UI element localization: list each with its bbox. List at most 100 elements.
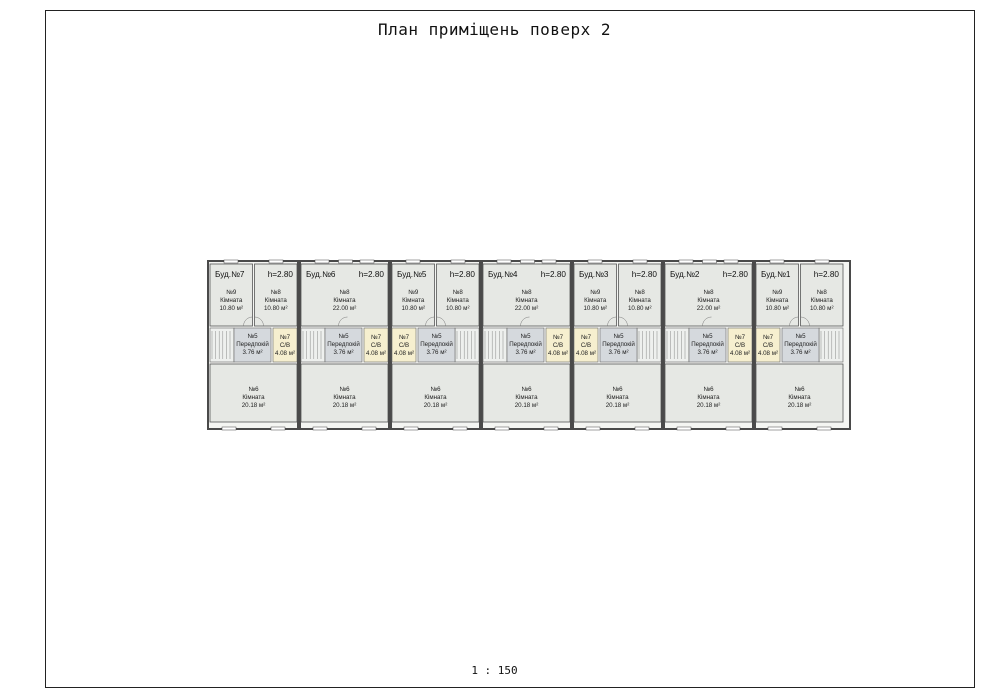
- room-6-number: №6: [612, 386, 623, 393]
- window: [676, 426, 692, 431]
- window: [403, 426, 419, 431]
- window: [814, 259, 830, 264]
- room-8-area: 10.80 м²: [810, 305, 834, 312]
- room-7-type: С/В: [280, 342, 290, 349]
- room-7-number: №7: [581, 334, 592, 341]
- building-1: [209, 259, 301, 431]
- room-5-corridor: [506, 327, 545, 363]
- room-7-type: С/В: [399, 342, 409, 349]
- room-5-number: №5: [795, 333, 806, 340]
- room-5-type: Передпокій: [420, 341, 453, 348]
- room-9-area: 10.80 м²: [765, 305, 789, 312]
- window: [725, 426, 741, 431]
- room-5-corridor: [688, 327, 727, 363]
- room-5-type: Передпокій: [691, 341, 724, 348]
- staircase: [664, 327, 690, 363]
- room-5-type: Передпокій: [327, 341, 360, 348]
- room-9-number: №9: [772, 289, 783, 296]
- staircase: [636, 327, 662, 363]
- room-8-area: 22.00 м²: [333, 305, 357, 312]
- room-5-area: 3.76 м²: [242, 349, 262, 356]
- building-4: [482, 259, 574, 431]
- room-8: [800, 263, 844, 327]
- door-swing: [254, 316, 264, 327]
- door-swing: [243, 316, 253, 327]
- party-wall: [752, 262, 756, 428]
- room-7-area: 4.08 м²: [366, 350, 386, 357]
- room-5-area: 3.76 м²: [426, 349, 446, 356]
- staircase: [209, 327, 235, 363]
- room-6-number: №6: [339, 386, 350, 393]
- door-swing: [789, 316, 799, 327]
- room-6-number: №6: [248, 386, 259, 393]
- room-5-type: Передпокій: [784, 341, 817, 348]
- room-5-corridor: [599, 327, 638, 363]
- door-swing: [425, 316, 435, 327]
- window: [221, 426, 237, 431]
- party-wall: [570, 262, 574, 428]
- window: [723, 259, 739, 264]
- room-7-bath: [391, 327, 417, 363]
- room-7-number: №7: [399, 334, 410, 341]
- window: [338, 259, 353, 264]
- window: [585, 426, 601, 431]
- room-7-number: №7: [280, 334, 291, 341]
- room-8-number: №8: [271, 289, 282, 296]
- room-7-bath: [272, 327, 298, 363]
- window: [359, 259, 375, 264]
- room-9-type: Кімната: [402, 297, 425, 304]
- door-swing: [520, 316, 530, 327]
- room-9-area: 10.80 м²: [219, 305, 243, 312]
- window: [520, 259, 535, 264]
- room-6-area: 20.18 м²: [424, 402, 448, 409]
- room-8-number: №8: [453, 289, 464, 296]
- room-6: [664, 363, 753, 423]
- room-6-number: №6: [430, 386, 441, 393]
- room-7-number: №7: [553, 334, 564, 341]
- staircase: [818, 327, 844, 363]
- window: [496, 259, 512, 264]
- window: [769, 259, 785, 264]
- window: [270, 426, 286, 431]
- room-6-area: 20.18 м²: [697, 402, 721, 409]
- room-6: [391, 363, 480, 423]
- room-7-bath: [363, 327, 389, 363]
- door-swing: [618, 316, 628, 327]
- room-8-number: №8: [635, 289, 646, 296]
- room-8: [300, 263, 389, 327]
- staircase: [482, 327, 508, 363]
- room-6-area: 20.18 м²: [333, 402, 357, 409]
- building-2: [300, 259, 392, 431]
- room-6-number: №6: [794, 386, 805, 393]
- room-8-area: 10.80 м²: [628, 305, 652, 312]
- room-9-number: №9: [590, 289, 601, 296]
- room-7-area: 4.08 м²: [576, 350, 596, 357]
- room-7-bath: [545, 327, 571, 363]
- room-7-bath: [573, 327, 599, 363]
- room-7-area: 4.08 м²: [758, 350, 778, 357]
- room-5-area: 3.76 м²: [333, 349, 353, 356]
- room-8-type: Кімната: [629, 297, 652, 304]
- party-wall: [661, 262, 665, 428]
- room-6-type: Кімната: [424, 394, 447, 401]
- room-9: [573, 263, 617, 327]
- room-8-type: Кімната: [265, 297, 288, 304]
- drawing-title: План приміщень поверх 2: [377, 20, 612, 39]
- room-7-type: С/В: [735, 342, 745, 349]
- room-5-corridor: [233, 327, 272, 363]
- ceiling-height: h=2.80: [359, 270, 385, 279]
- room-8-type: Кімната: [697, 297, 720, 304]
- room-8-number: №8: [339, 289, 350, 296]
- building-7: [755, 259, 844, 431]
- party-wall: [297, 262, 301, 428]
- room-6: [755, 363, 844, 423]
- window: [587, 259, 603, 264]
- room-7-number: №7: [371, 334, 382, 341]
- room-5-number: №5: [613, 333, 624, 340]
- room-6-area: 20.18 м²: [515, 402, 539, 409]
- room-9-area: 10.80 м²: [583, 305, 607, 312]
- room-8-area: 10.80 м²: [264, 305, 288, 312]
- building-number: Буд.№1: [761, 270, 791, 279]
- room-9-area: 10.80 м²: [401, 305, 425, 312]
- building-number: Буд.№6: [306, 270, 336, 279]
